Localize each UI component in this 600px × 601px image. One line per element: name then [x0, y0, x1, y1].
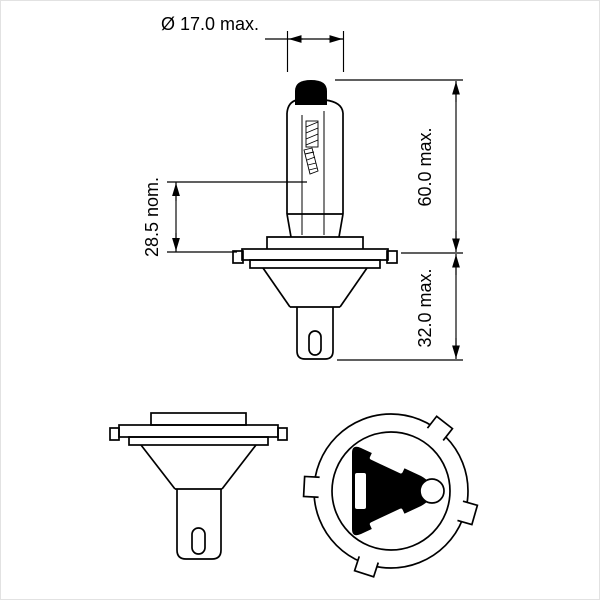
dimension-annotations: Ø 17.0 max. 60.0 max. 32.0 max. 28.5	[142, 14, 463, 361]
skirt-right	[339, 267, 368, 308]
glass-shoulder-right	[324, 99, 344, 114]
base-rear-view	[302, 413, 479, 578]
flange-tab-left	[109, 427, 120, 441]
filament-coil-main	[305, 120, 319, 148]
blade-outline	[296, 307, 334, 360]
dimension-base-length: 32.0 max.	[337, 254, 463, 361]
base-inner-circle	[331, 431, 451, 551]
overall-length-label: 60.0 max.	[415, 127, 435, 206]
flange-tab-left	[232, 250, 244, 264]
base-collar	[266, 236, 364, 249]
alignment-tab	[457, 500, 479, 526]
terminal-slot-bottom	[369, 508, 406, 533]
skirt-left	[262, 267, 291, 308]
dimension-overall-length: 60.0 max.	[335, 79, 463, 254]
bulb-black-cap	[295, 80, 327, 105]
blade-slot-front	[191, 527, 206, 555]
connector-blade	[296, 307, 334, 360]
alignment-tab	[302, 475, 320, 499]
skirt-left	[140, 444, 176, 490]
neck-right	[338, 213, 344, 238]
light-center-label: 28.5 nom.	[142, 177, 162, 257]
base-length-label: 32.0 max.	[415, 268, 435, 347]
bulb-side-view	[232, 80, 398, 360]
blade-slot	[308, 330, 322, 356]
neck-left	[286, 213, 292, 238]
glass-shoulder-left	[286, 99, 298, 114]
flange-plate	[241, 248, 389, 261]
base-front-view	[109, 412, 288, 560]
terminal-slot-top	[369, 449, 406, 474]
flange-washer	[249, 259, 381, 269]
dimension-diameter: Ø 17.0 max.	[161, 14, 345, 72]
alignment-tab	[426, 415, 454, 441]
filament-assembly	[301, 111, 325, 235]
terminal-slot-left	[355, 473, 366, 509]
dimension-light-center: 28.5 nom.	[142, 177, 307, 257]
alignment-tab	[353, 556, 380, 578]
skirt-right	[221, 444, 257, 490]
flange-washer-front	[128, 436, 269, 446]
flange-tab-right	[386, 250, 398, 264]
keying-hole	[419, 478, 445, 504]
insulator-body	[352, 446, 432, 536]
metal-base	[232, 236, 398, 308]
flange-plate-front	[118, 424, 279, 438]
collar-front	[150, 412, 247, 426]
flange-tab-right	[277, 427, 288, 441]
alignment-tabs	[302, 415, 479, 578]
terminal-slots	[355, 449, 406, 533]
filament-coil-secondary	[303, 147, 319, 175]
blade-outline-front	[176, 489, 222, 560]
diameter-label: Ø 17.0 max.	[161, 14, 259, 34]
pinch-neck	[286, 213, 344, 238]
glass-envelope	[286, 99, 344, 215]
